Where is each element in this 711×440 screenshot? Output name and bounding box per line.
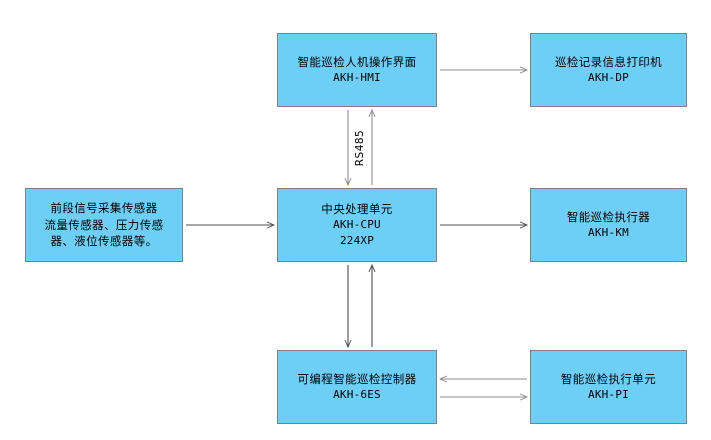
node-hmi[interactable]: 智能巡检人机操作界面 AKH-HMI — [277, 33, 437, 107]
node-plc-code: AKH-6ES — [333, 388, 381, 402]
node-sensor-line-2: 流量传感器、压力传感 — [44, 217, 164, 232]
node-plc-title: 可编程智能巡检控制器 — [297, 371, 417, 386]
node-hmi-code: AKH-HMI — [333, 71, 381, 85]
node-printer-code: AKH-DP — [588, 71, 629, 85]
node-actuator-title: 智能巡检执行器 — [566, 209, 651, 224]
node-actuator-code: AKH-KM — [588, 226, 629, 240]
node-cpu-code: AKH-CPU — [333, 218, 381, 232]
node-printer[interactable]: 巡检记录信息打印机 AKH-DP — [530, 33, 687, 107]
node-cpu-model: 224XP — [339, 234, 375, 248]
node-sensor-line-3: 器、液位传感器等。 — [50, 234, 158, 249]
node-execution-unit[interactable]: 智能巡检执行单元 AKH-PI — [530, 350, 687, 424]
node-actuator[interactable]: 智能巡检执行器 AKH-KM — [530, 188, 687, 262]
node-cpu[interactable]: 中央处理单元 AKH-CPU 224XP — [277, 188, 437, 262]
node-execution-unit-title: 智能巡检执行单元 — [560, 371, 657, 386]
node-cpu-title: 中央处理单元 — [321, 201, 393, 216]
node-printer-title: 巡检记录信息打印机 — [554, 54, 663, 69]
node-execution-unit-code: AKH-PI — [588, 388, 629, 402]
node-sensor-line-1: 前段信号采集传感器 — [50, 200, 158, 215]
node-front-end-sensors[interactable]: 前段信号采集传感器 流量传感器、压力传感 器、液位传感器等。 — [25, 188, 183, 262]
node-hmi-title: 智能巡检人机操作界面 — [297, 54, 417, 69]
node-plc-controller[interactable]: 可编程智能巡检控制器 AKH-6ES — [277, 350, 437, 424]
edge-label-rs485: RS485 — [354, 129, 366, 167]
